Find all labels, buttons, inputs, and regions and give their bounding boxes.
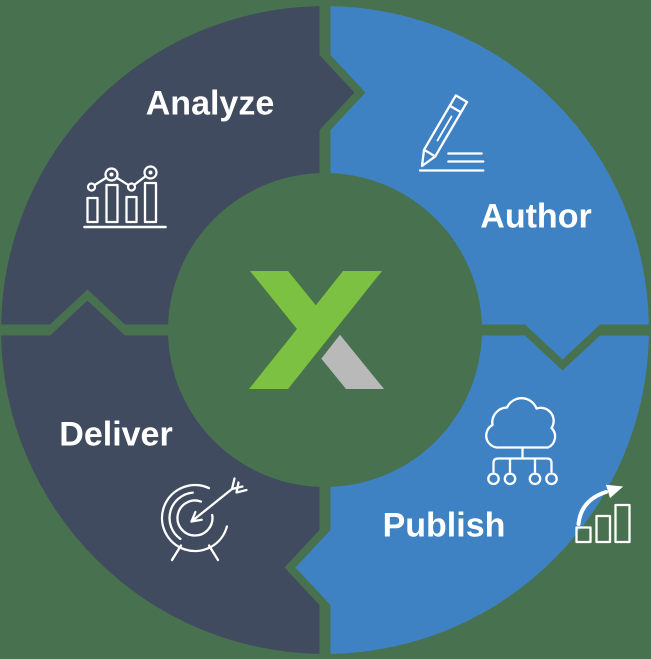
label-author: Author (480, 198, 591, 236)
chart-dot-centers (109, 170, 153, 177)
segment-analyze (1, 6, 355, 325)
target-arrow-icon (160, 477, 248, 562)
segment-deliver (1, 300, 320, 654)
x-logo (249, 271, 384, 389)
x-logo-gray-part (321, 334, 384, 389)
bar-line-chart-icon (83, 165, 167, 229)
label-deliver: Deliver (59, 416, 172, 454)
segment-author (330, 6, 649, 360)
growth-chart-arrow-icon (575, 484, 631, 544)
x-logo-green-part (249, 271, 382, 389)
label-publish: Publish (383, 507, 506, 545)
pencil-writing-icon (418, 94, 485, 172)
label-analyze: Analyze (146, 85, 275, 123)
segment-publish (295, 335, 649, 654)
cloud-network-icon (485, 397, 558, 486)
arrowhead (605, 484, 624, 499)
